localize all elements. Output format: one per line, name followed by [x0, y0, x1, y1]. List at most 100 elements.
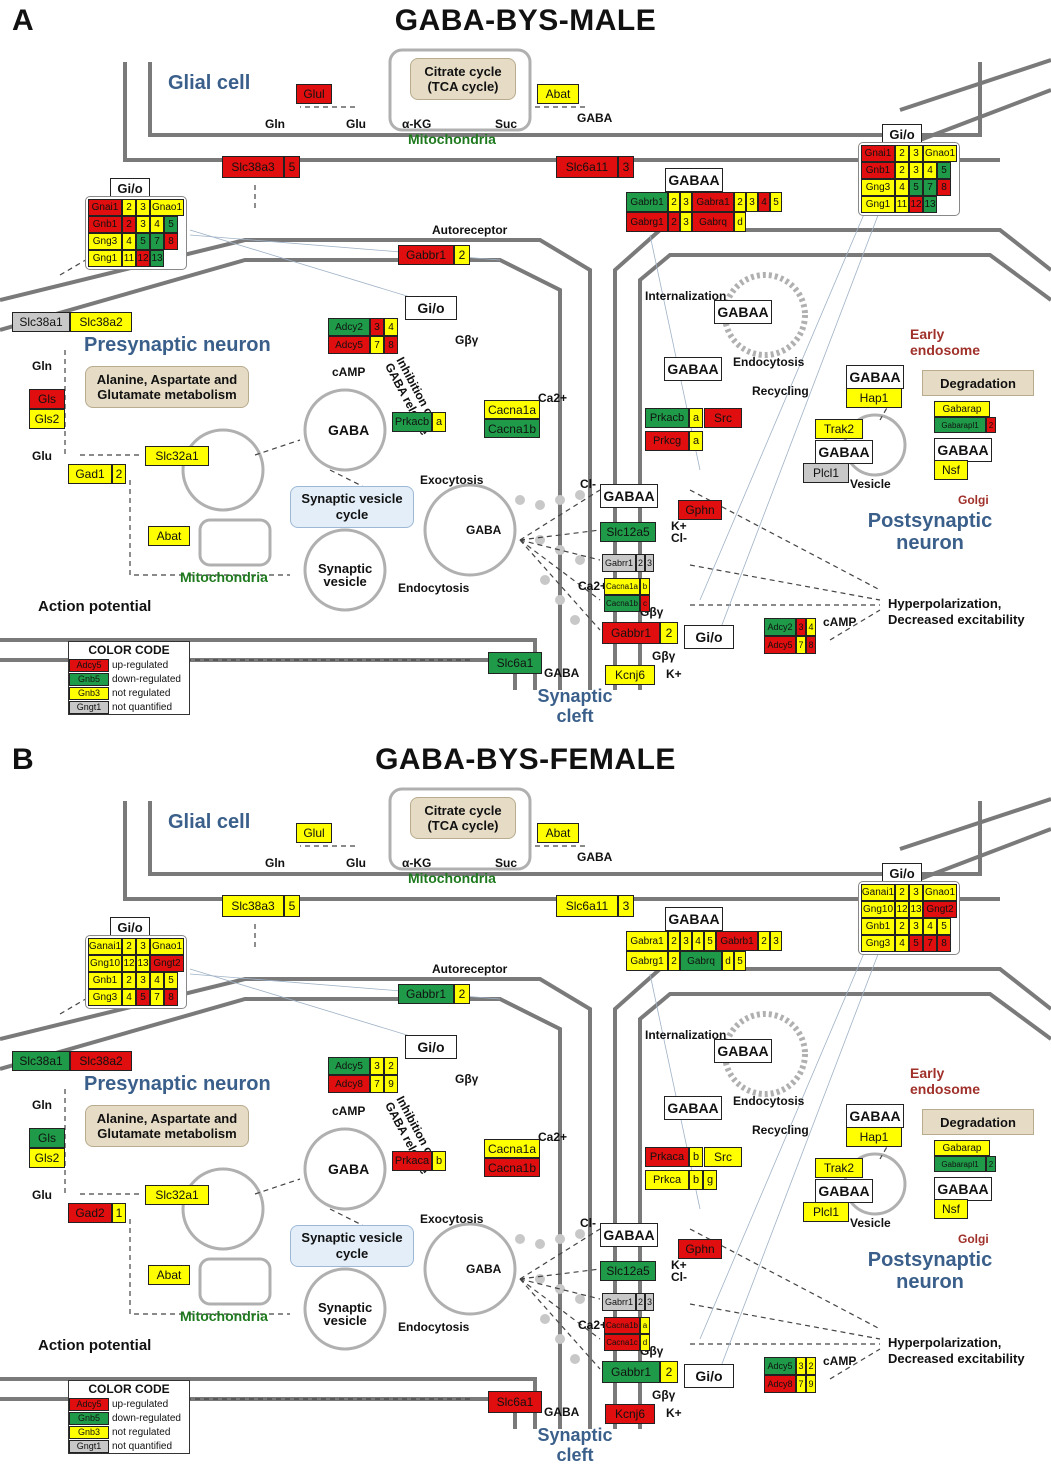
- legend-swatch: Gnb5: [69, 1411, 109, 1425]
- gio-left-grid-cell: 4: [122, 989, 136, 1006]
- prkacb-pre-0: Prkacb: [392, 412, 432, 432]
- gls-gene: Gls: [29, 389, 65, 409]
- abat-pre-gene: Abat: [148, 526, 190, 546]
- gio-right-header: Gi/o: [882, 863, 922, 883]
- gio-right-grid-cell: 3: [909, 162, 923, 179]
- gio-left-header: Gi/o: [110, 178, 150, 198]
- gio-right-grid-cell: Gngt2: [923, 901, 957, 918]
- trak2-gene: Trak2: [815, 1158, 863, 1178]
- gio-left-grid-cell: 2: [122, 938, 136, 955]
- gio-left-grid-cell: 12: [122, 955, 136, 972]
- nsf-gene: Nsf: [934, 1199, 968, 1219]
- gln-glial-label: Gln: [265, 117, 285, 131]
- gio-left-grid-cell: Gng3: [88, 233, 122, 250]
- gln-pre-label: Gln: [32, 359, 52, 373]
- panel-title: GABA-BYS-MALE: [394, 4, 657, 37]
- gbg-pre-label: Gβγ: [455, 1072, 479, 1086]
- gio-left-grid-cell: 2: [122, 216, 136, 233]
- gabaa-subunit-0-0: Gabrb1: [626, 192, 668, 212]
- gio-left-grid-cell: 2: [122, 972, 136, 989]
- gio-right-grid-cell: Gng3: [861, 935, 895, 952]
- prkcg-post-2: g: [703, 1170, 717, 1190]
- gabaa-subunit-0-5: Gabrb1: [716, 931, 758, 951]
- cl-label: Cl-: [580, 1216, 596, 1230]
- gad-pre-1: 1: [112, 1203, 126, 1223]
- internalization-label: Internalization: [645, 1028, 727, 1042]
- gio-left-grid-cell: Gngt2: [150, 955, 184, 972]
- slc38a2-gene: Slc38a2: [70, 1051, 132, 1071]
- gabaa-top-box: GABAA: [665, 168, 723, 192]
- gio-left-grid-cell: 5: [136, 233, 150, 250]
- adcy-pre-row2-2: 9: [384, 1075, 398, 1093]
- gls-gene: Gls: [29, 1128, 65, 1148]
- cl2-label: Cl-: [671, 531, 687, 545]
- legend-title: COLOR CODE: [88, 1382, 170, 1396]
- gabaa-subunit-0-2: 3: [680, 192, 692, 212]
- gabaa-subunit-1-4: d: [734, 212, 746, 232]
- abat-pre-gene: Abat: [148, 1265, 190, 1285]
- gio-right-grid-cell: 5: [909, 935, 923, 952]
- gabaa-subunit-0-0: Gabra1: [626, 931, 668, 951]
- gio-left-grid-cell: 3: [136, 938, 150, 955]
- gio-left-grid-cell: 3: [136, 199, 150, 216]
- membrane-line: [123, 801, 1000, 901]
- gabaa-subunit-0-5: 3: [746, 192, 758, 212]
- action-potential-label: Action potential: [38, 598, 152, 615]
- mitochondria-top-label: Mitochondria: [408, 131, 496, 147]
- gabaa-post5-box: GABAA: [934, 438, 992, 462]
- prkacb-pre-0: Prkaca: [392, 1151, 432, 1171]
- gabaa-subunit-0-6: 4: [758, 192, 770, 212]
- membrane-line: [638, 253, 1051, 690]
- adcy-post-row1-2: 4: [806, 618, 816, 636]
- gio-right-grid-cell: 2: [895, 918, 909, 935]
- cacna-post-row1-0: Cacna1a: [604, 578, 640, 595]
- golgi-label: Golgi: [958, 493, 989, 507]
- gabaa-subunit-0-1: 2: [668, 192, 680, 212]
- gabaa-subunit-1-4: 5: [734, 951, 746, 971]
- gabbr1-post-0: Gabbr1: [602, 1361, 660, 1383]
- gabaa-post3-box: GABAA: [846, 365, 904, 389]
- prkacb-post-1: a: [689, 408, 703, 428]
- gabaa-subunit-0-2: 3: [680, 931, 692, 951]
- membrane-line: [148, 801, 982, 876]
- adcy-post-row2-2: 8: [806, 636, 816, 654]
- slc38a3-n-gene: 5: [284, 895, 300, 917]
- camp-pre-label: cAMP: [332, 365, 366, 379]
- adcy-post-row1-0: Adcy2: [764, 618, 796, 636]
- legend-text: up-regulated: [112, 1398, 169, 1410]
- gabaa-post1-box: GABAA: [714, 300, 772, 324]
- gbg-post2-label: Gβγ: [652, 1388, 676, 1402]
- gabaa-post5-box: GABAA: [934, 1177, 992, 1201]
- gad-pre-0: Gad1: [68, 464, 112, 484]
- autoreceptor-label: Autoreceptor: [432, 962, 508, 976]
- adcy-post-row1-0: Adcy5: [764, 1357, 796, 1375]
- slc38a2-gene: Slc38a2: [70, 312, 132, 332]
- panel-letter: A: [12, 4, 34, 37]
- membrane-line: [899, 58, 1051, 112]
- gabrr-post-0: Gabrr1: [602, 1293, 636, 1311]
- hyperpolarization-label: Hyperpolarization,Decreased excitability: [888, 1335, 1025, 1366]
- adcy-post-row2-0: Adcy8: [764, 1375, 796, 1393]
- gio-left-grid-cell: 13: [136, 955, 150, 972]
- legend-text: up-regulated: [112, 659, 169, 671]
- gio-right-grid-cell: 8: [937, 935, 951, 952]
- gio-left-grid-cell: 8: [164, 989, 178, 1006]
- gio-left-grid-cell: Ganai1: [88, 938, 122, 955]
- gio-right-grid-cell: 2: [895, 162, 909, 179]
- adcy-post-row1-2: 2: [806, 1357, 816, 1375]
- abat-top-gene: Abat: [537, 823, 579, 843]
